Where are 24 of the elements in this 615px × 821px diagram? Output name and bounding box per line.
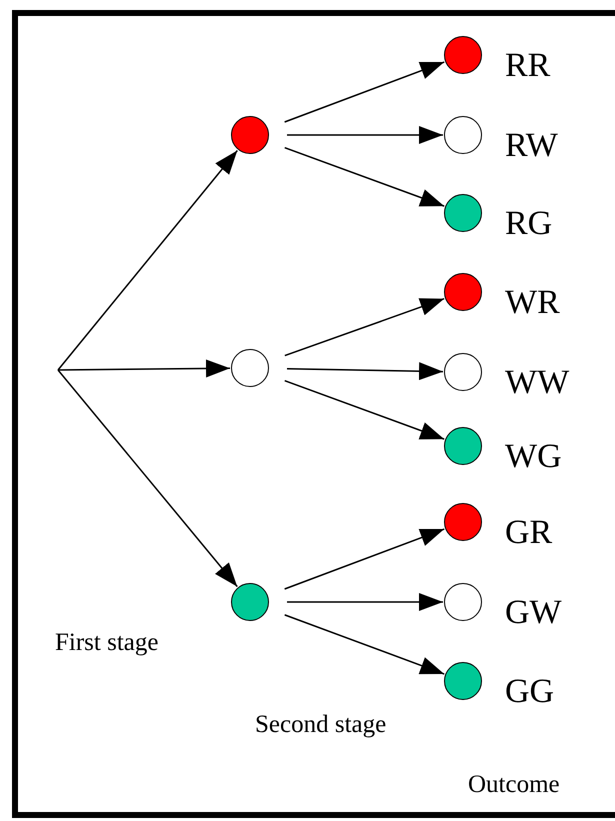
arrow bbox=[57, 370, 238, 588]
outcome-label: WR bbox=[505, 286, 560, 320]
arrow bbox=[284, 380, 444, 440]
arrow bbox=[57, 150, 238, 370]
arrow bbox=[284, 528, 445, 590]
arrow bbox=[286, 362, 444, 380]
stage-label: First stage bbox=[55, 630, 158, 655]
arrow bbox=[284, 614, 445, 675]
arrow bbox=[284, 298, 444, 356]
outcome-label: WG bbox=[505, 440, 562, 474]
stage-label: Second stage bbox=[255, 712, 386, 737]
arrow bbox=[287, 126, 443, 144]
outcome-label: RW bbox=[505, 129, 558, 163]
arrow bbox=[58, 359, 230, 378]
outcome-label: WW bbox=[505, 366, 570, 400]
outcome-label: RR bbox=[505, 49, 550, 83]
outcome-label: GR bbox=[505, 516, 552, 550]
outcome-label: GW bbox=[505, 596, 562, 630]
arrow bbox=[287, 593, 443, 611]
outcome-label: GG bbox=[505, 675, 554, 709]
arrow bbox=[284, 61, 445, 123]
outcome-label: RG bbox=[505, 207, 552, 241]
arrow bbox=[284, 147, 444, 207]
stage-label: Outcome bbox=[468, 772, 560, 797]
